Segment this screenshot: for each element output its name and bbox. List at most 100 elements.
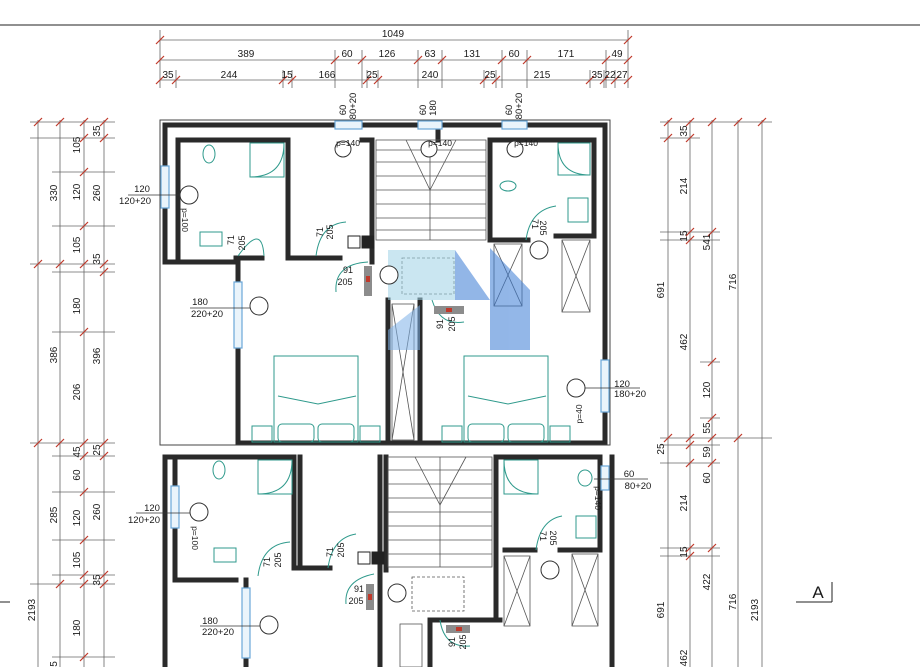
shell-outline bbox=[159, 119, 611, 446]
toilet bbox=[577, 469, 593, 487]
installation-shafts bbox=[347, 235, 385, 565]
section-marker: A bbox=[0, 582, 833, 603]
washbasin bbox=[575, 515, 597, 539]
dim-label: 35 bbox=[679, 125, 690, 137]
parapet-label: p=40 bbox=[574, 404, 584, 423]
dim-label: 386 bbox=[49, 346, 60, 363]
shower-curve bbox=[503, 459, 539, 495]
shower-tray bbox=[249, 142, 285, 178]
dim-label: 35 bbox=[591, 70, 603, 81]
dim-label: 462 bbox=[679, 649, 690, 666]
door-swing bbox=[431, 299, 465, 324]
dim-label: 120 bbox=[72, 183, 83, 200]
right-dimensions bbox=[660, 120, 772, 667]
dim-label: 25 bbox=[484, 70, 496, 81]
door-swing bbox=[335, 261, 369, 293]
beds bbox=[251, 355, 571, 443]
dim-label: 462 bbox=[679, 333, 690, 350]
window-label: 80+20 bbox=[348, 93, 359, 120]
door-label: 71 bbox=[226, 235, 236, 245]
door-label: 205 bbox=[538, 220, 548, 235]
dim-label: 691 bbox=[656, 281, 667, 298]
door-label: 91 bbox=[435, 319, 445, 329]
dim-label: 2193 bbox=[27, 598, 38, 621]
dim-label: 60 bbox=[508, 49, 520, 60]
section-label: A bbox=[812, 583, 824, 602]
washbasin bbox=[567, 197, 589, 223]
door-swing bbox=[439, 619, 471, 647]
parapet-label: p=140 bbox=[336, 138, 360, 148]
door-label: 205 bbox=[348, 596, 363, 606]
dim-label: 422 bbox=[702, 573, 713, 590]
dim-label: 35 bbox=[92, 125, 103, 137]
dim-label: 15 bbox=[679, 230, 690, 242]
dim-label: 171 bbox=[558, 49, 575, 60]
dim-label: 120 bbox=[72, 509, 83, 526]
dim-label: 105 bbox=[72, 136, 83, 153]
parapet-labels: p=140 p=140 p=140 p=100 p=40 p=140 p=100 bbox=[180, 138, 603, 550]
window-label: 180 bbox=[202, 616, 218, 627]
dim-label: 131 bbox=[464, 49, 481, 60]
bed-left bbox=[251, 355, 381, 443]
room-markers bbox=[179, 140, 586, 635]
window-label: 220+20 bbox=[191, 309, 223, 320]
window-label: 60 bbox=[504, 105, 515, 116]
dim-label: 214 bbox=[679, 177, 690, 194]
window-label: 180+20 bbox=[614, 389, 646, 400]
door-label: 205 bbox=[237, 235, 247, 250]
dim-label: 166 bbox=[319, 70, 336, 81]
dim-label: 59 bbox=[702, 446, 713, 458]
dim-label: 25 bbox=[366, 70, 378, 81]
door-swings bbox=[237, 205, 563, 647]
dim-label: 35 bbox=[92, 574, 103, 586]
bed-right bbox=[441, 355, 571, 443]
door-label: 205 bbox=[325, 224, 335, 239]
dim-label: 330 bbox=[49, 184, 60, 201]
door-swing bbox=[327, 533, 357, 569]
shower-tray bbox=[257, 459, 293, 495]
window-leaders bbox=[128, 194, 648, 627]
door-label: 71 bbox=[325, 547, 335, 557]
door-label: 205 bbox=[336, 542, 346, 557]
dim-label: 389 bbox=[238, 49, 255, 60]
toilet bbox=[212, 460, 226, 480]
door-swing bbox=[237, 238, 265, 257]
dim-label: 716 bbox=[728, 273, 739, 290]
dim-label: 214 bbox=[679, 494, 690, 511]
window-label: 120 bbox=[614, 379, 630, 390]
door-labels: 71 205 71 205 91 205 71 205 91 205 71 20… bbox=[226, 219, 558, 650]
dim-label: 25 bbox=[656, 443, 667, 455]
right-dim-ticks bbox=[663, 117, 767, 561]
shower-curve bbox=[257, 459, 293, 495]
left-dim-labels: 2193 330 386 285 105 120 105 180 206 45 … bbox=[27, 125, 103, 667]
dim-label: 260 bbox=[92, 184, 103, 201]
dim-label: 45 bbox=[72, 446, 83, 458]
walls bbox=[162, 122, 615, 667]
top-dim-ticks bbox=[155, 35, 633, 85]
window-label: 120+20 bbox=[128, 515, 160, 526]
door-label: 71 bbox=[530, 219, 540, 229]
window-label: 220+20 bbox=[202, 627, 234, 638]
dim-label: 396 bbox=[92, 347, 103, 364]
window-label: 60 bbox=[624, 469, 635, 480]
windows bbox=[160, 120, 610, 659]
toilet bbox=[499, 180, 517, 192]
door-label: 71 bbox=[315, 227, 325, 237]
parapet-label: p=100 bbox=[180, 208, 190, 232]
dim-label: 105 bbox=[72, 236, 83, 253]
door-marker-ticks bbox=[366, 276, 462, 631]
door-label: 91 bbox=[343, 265, 353, 275]
door-label: 205 bbox=[273, 552, 283, 567]
window-label: 60 bbox=[418, 105, 429, 116]
dim-label: 215 bbox=[534, 70, 551, 81]
right-dim-labels: 716 2193 716 691 691 35 214 15 462 120 2… bbox=[656, 125, 761, 666]
dim-label: 55 bbox=[702, 422, 713, 434]
door-label: 71 bbox=[538, 531, 548, 541]
left-dim-ticks bbox=[33, 117, 109, 662]
dim-label: 27 bbox=[616, 70, 628, 81]
window-label: 180 bbox=[428, 100, 439, 116]
dim-label: 15 bbox=[281, 70, 293, 81]
dim-label: 2193 bbox=[750, 598, 761, 621]
dim-label: 60 bbox=[702, 472, 713, 484]
